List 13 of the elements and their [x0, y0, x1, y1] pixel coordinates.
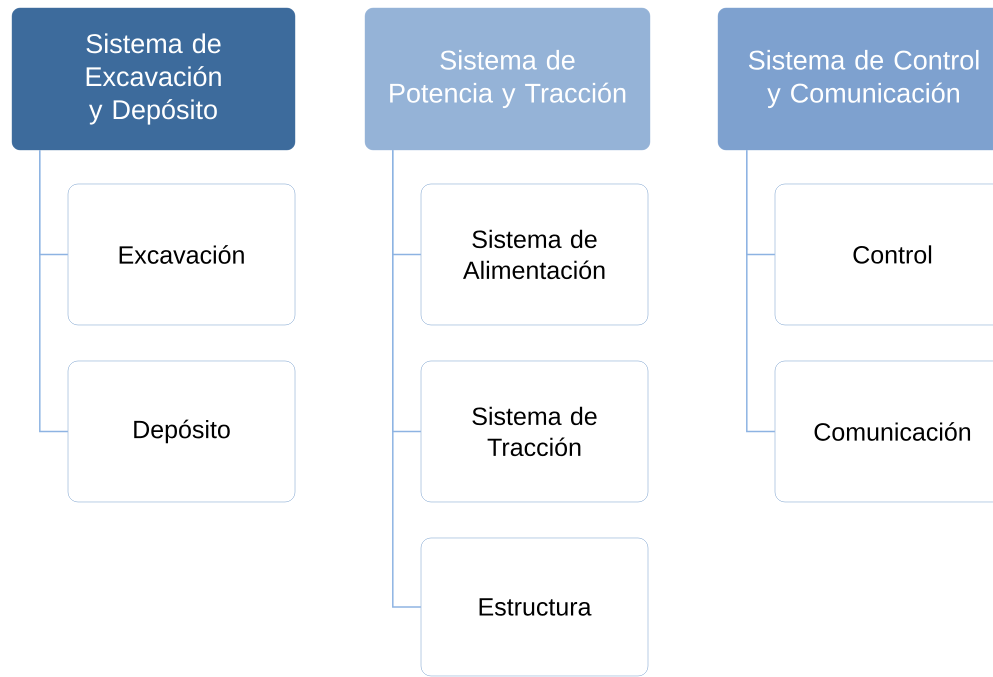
category-box: Sistema de Control y Comunicación [718, 8, 993, 150]
item-box: Comunicación [774, 360, 993, 502]
item-box: Control [774, 184, 993, 326]
category-box: Sistema de Potencia y Tracción [364, 8, 650, 150]
connector-line [39, 150, 68, 432]
item-box: Sistema de Alimentación [420, 184, 648, 326]
connector-line [746, 150, 775, 432]
item-box: Estructura [420, 538, 648, 676]
category-box: Sistema de Excavación y Depósito [12, 8, 296, 150]
item-box: Depósito [68, 360, 296, 502]
item-box: Excavación [68, 184, 296, 326]
connector-line [392, 150, 421, 608]
item-box: Sistema de Tracción [420, 360, 648, 502]
